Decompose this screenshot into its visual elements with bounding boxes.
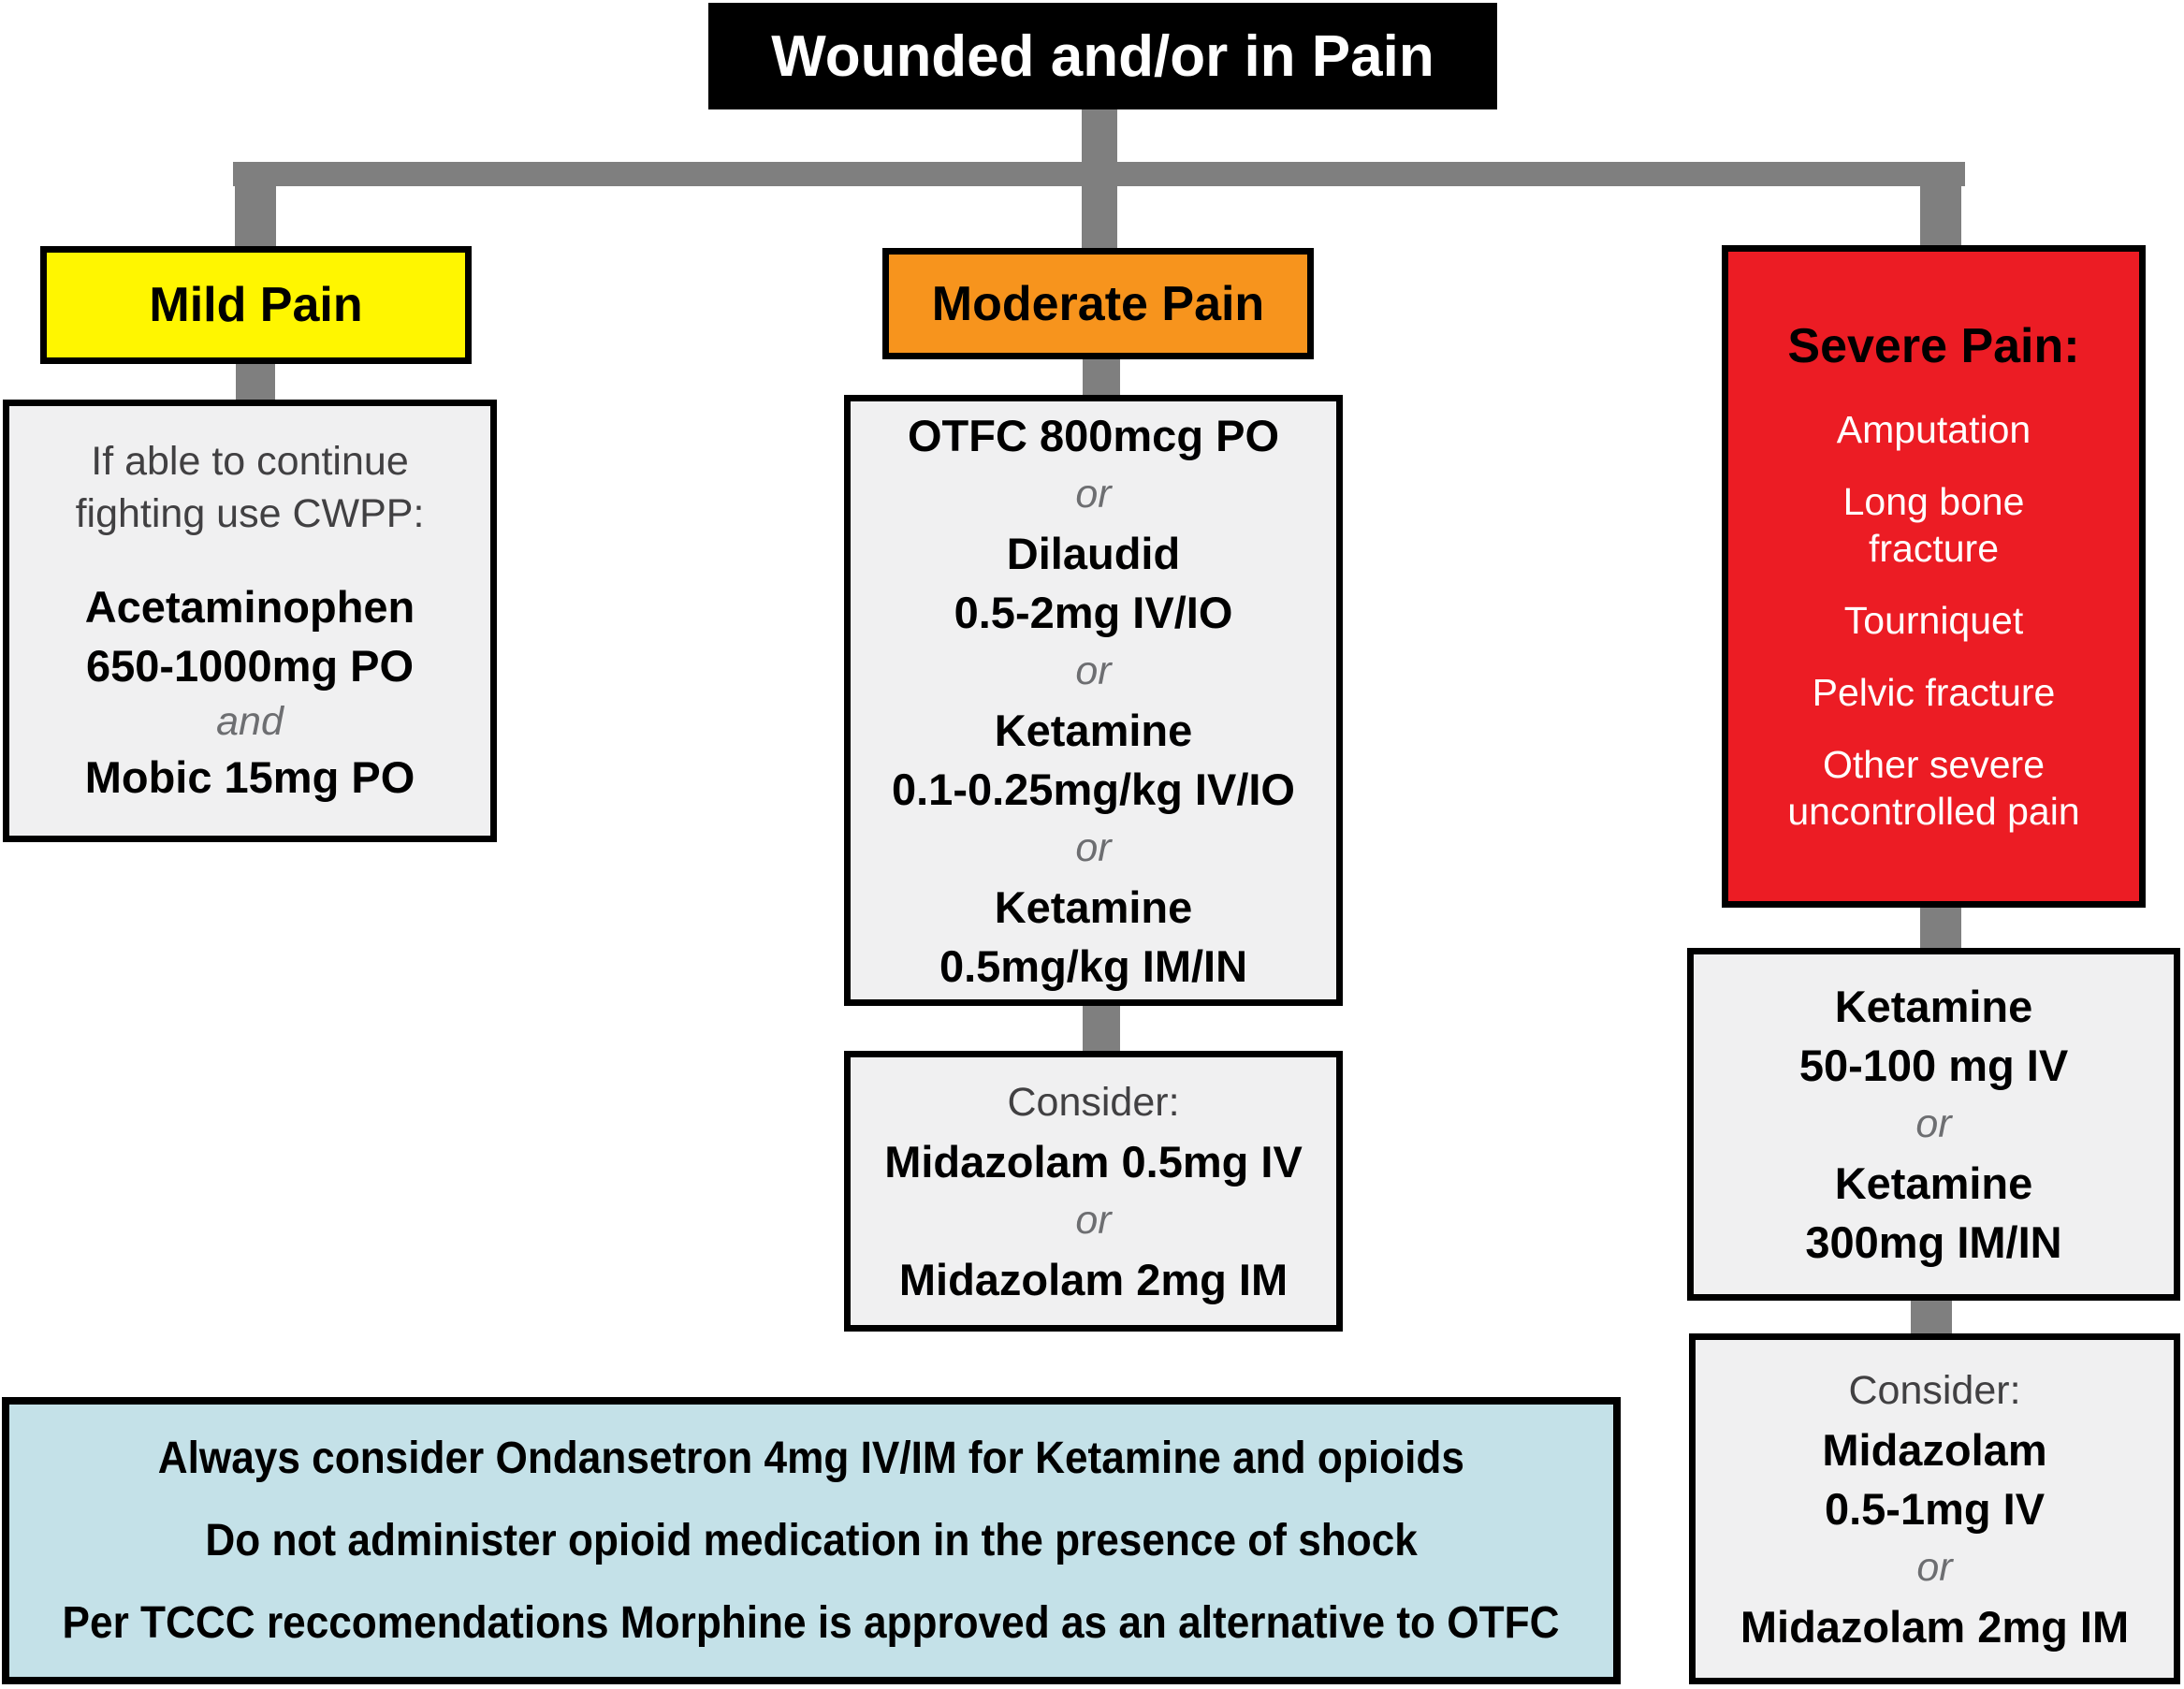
severe-or: or [1915,1101,1952,1146]
moderate-pain-options-box: OTFC 800mcg PO or Dilaudid 0.5-2mg IV/IO… [844,395,1343,1006]
severe-option-1-dose: 50-100 mg IV [1798,1041,2069,1090]
moderate-option-3-dose: 0.1-0.25mg/kg IV/IO [891,764,1295,814]
connector-horizontal-bar [233,162,1965,186]
moderate-option-4-dose: 0.5mg/kg IM/IN [939,940,1248,991]
moderate-consider-or: or [1075,1198,1112,1243]
note-tccc-morphine: Per TCCC reccomendations Morphine is app… [63,1597,1560,1648]
mild-med2: Mobic 15mg PO [84,752,415,802]
moderate-or-1: or [1075,471,1112,517]
severe-consider-label: Consider: [1848,1368,2021,1413]
moderate-option-2-dose: 0.5-2mg IV/IO [954,587,1233,637]
mild-pain-label: Mild Pain [149,278,363,332]
severe-consider-option-2: Midazolam 2mg IM [1740,1602,2130,1652]
severe-pain-header-box: Severe Pain: Amputation Long bone fractu… [1722,245,2146,908]
connector-moderate-to-consider [1083,1002,1120,1053]
note-ondansetron: Always consider Ondansetron 4mg IV/IM fo… [157,1434,1465,1484]
mild-med1-name: Acetaminophen [84,582,415,632]
severe-consider-option-1-name: Midazolam [1822,1425,2047,1475]
connector-moderate-to-options [1083,356,1120,398]
moderate-consider-label: Consider: [1007,1080,1180,1125]
moderate-consider-option-2: Midazolam 2mg IM [898,1255,1289,1304]
severe-pain-options-box: Ketamine 50-100 mg IV or Ketamine 300mg … [1687,948,2180,1301]
connector-severe-to-options [1920,904,1961,950]
note-opioid-shock: Do not administer opioid medication in t… [205,1515,1418,1565]
mild-med1-dose: 650-1000mg PO [85,641,415,691]
severe-indication-pelvic-fracture: Pelvic fracture [1812,671,2056,714]
severe-pain-label: Severe Pain: [1787,319,2080,373]
connector-mild-to-body [236,360,275,403]
severe-option-1-name: Ketamine [1834,982,2033,1031]
severe-indication-amputation: Amputation [1836,408,2031,451]
title-label: Wounded and/or in Pain [771,23,1434,89]
mild-intro-line-2: fighting use CWPP: [75,491,425,536]
severe-indication-tourniquet: Tourniquet [1843,599,2024,642]
moderate-or-3: or [1075,824,1112,870]
moderate-pain-label: Moderate Pain [931,276,1265,331]
moderate-option-2-name: Dilaudid [1006,528,1181,578]
notes-box: Always consider Ondansetron 4mg IV/IM fo… [2,1397,1621,1684]
moderate-or-2: or [1075,648,1112,693]
severe-consider-option-1-dose: 0.5-1mg IV [1824,1484,2046,1534]
title-box: Wounded and/or in Pain [708,3,1497,109]
moderate-option-4-name: Ketamine [994,881,1193,932]
moderate-option-3-name: Ketamine [994,705,1193,755]
severe-option-2-name: Ketamine [1834,1158,2033,1208]
severe-indication-other: Other severe uncontrolled pain [1787,743,2080,833]
moderate-option-1: OTFC 800mcg PO [908,410,1279,460]
moderate-pain-header: Moderate Pain [882,248,1314,359]
severe-option-2-dose: 300mg IM/IN [1805,1217,2062,1267]
severe-indication-long-bone-fracture: Long bone fracture [1842,480,2025,570]
mild-conjunction: and [216,699,284,744]
moderate-consider-option-1: Midazolam 0.5mg IV [884,1137,1303,1187]
mild-intro-line-1: If able to continue [91,439,409,484]
mild-pain-treatment-box: If able to continue fighting use CWPP: A… [3,400,497,842]
connector-left-branch [235,167,276,248]
severe-consider-box: Consider: Midazolam 0.5-1mg IV or Midazo… [1689,1333,2180,1684]
severe-consider-or: or [1916,1545,1953,1590]
connector-right-branch [1920,167,1961,247]
connector-severe-to-consider [1911,1297,1952,1335]
moderate-consider-box: Consider: Midazolam 0.5mg IV or Midazola… [844,1051,1343,1332]
mild-pain-header: Mild Pain [40,246,472,364]
